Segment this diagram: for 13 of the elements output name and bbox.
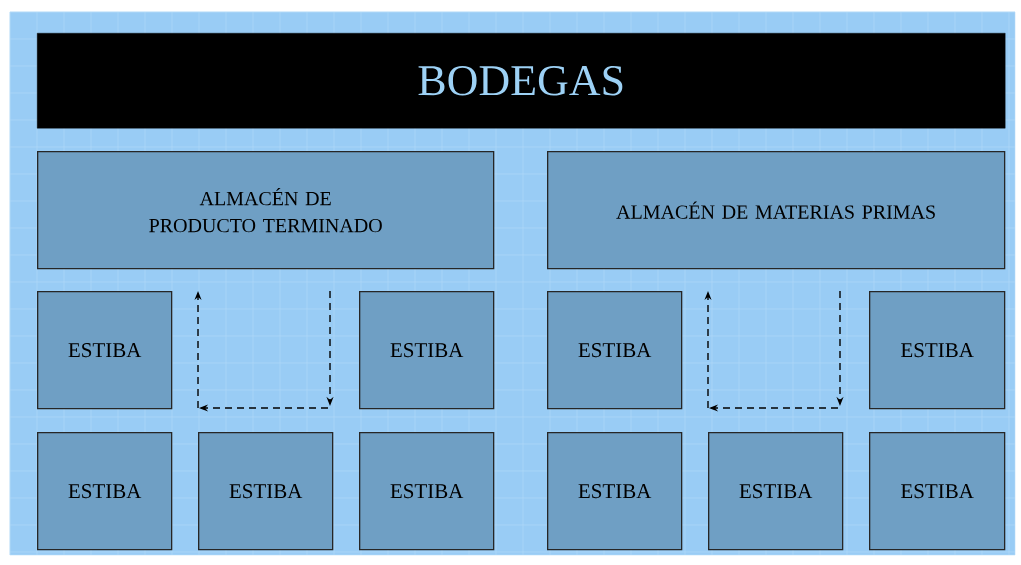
pallet-box: ESTIBA xyxy=(869,291,1006,410)
pallet-box: ESTIBA xyxy=(708,432,844,551)
pallet-box: ESTIBA xyxy=(37,432,173,551)
pallet-box: ESTIBA xyxy=(359,432,495,551)
warehouse-box: ALMACÉN DE PRODUCTO TERMINADO xyxy=(37,151,495,270)
pallet-box: ESTIBA xyxy=(547,291,683,410)
title-box: BODEGAS xyxy=(37,33,1006,129)
pallet-box: ESTIBA xyxy=(869,432,1006,551)
warehouse-box: ALMACÉN DE MATERIAS PRIMAS xyxy=(547,151,1006,270)
pallet-box: ESTIBA xyxy=(198,432,334,551)
pallet-box: ESTIBA xyxy=(547,432,683,551)
pallet-box: ESTIBA xyxy=(359,291,495,410)
pallet-box: ESTIBA xyxy=(37,291,173,410)
